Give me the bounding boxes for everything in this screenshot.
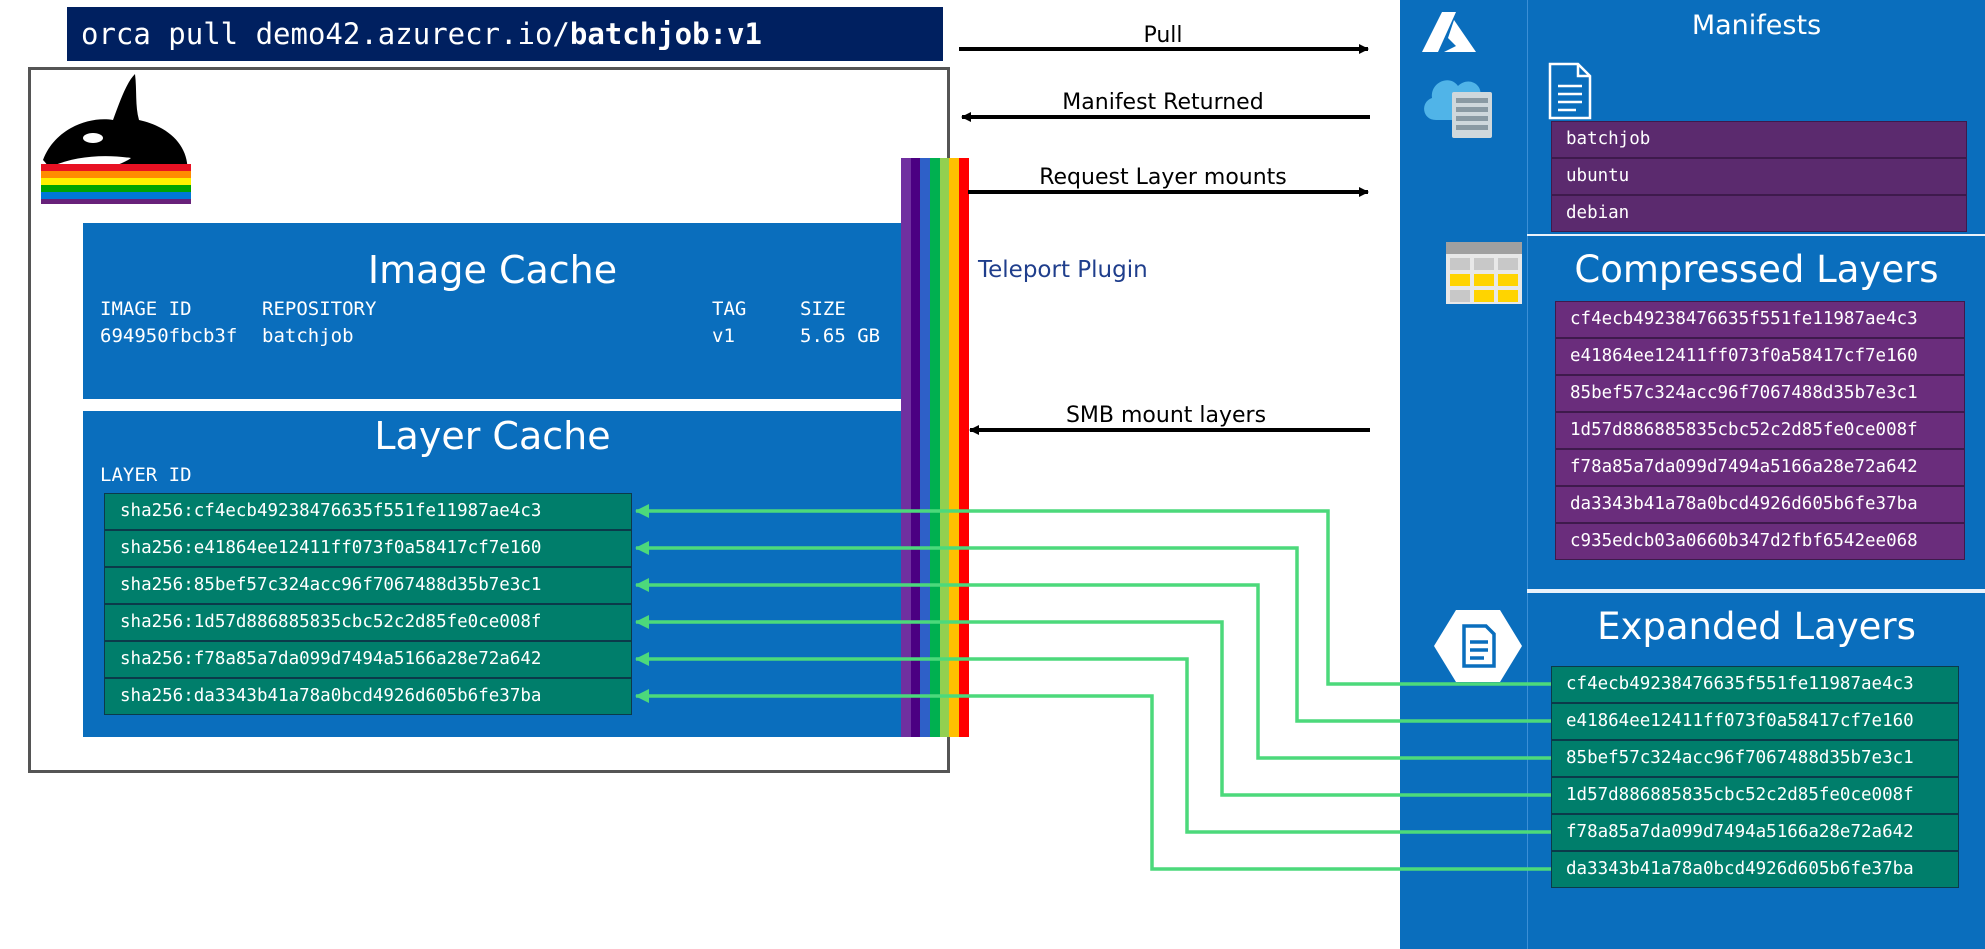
smb-mount-layers-label: SMB mount layers	[1065, 403, 1267, 428]
mount-link-5	[635, 652, 1551, 834]
mount-link-6	[635, 689, 1551, 871]
manifest-returned-label: Manifest Returned	[1062, 90, 1264, 115]
orca-whale-icon	[41, 74, 191, 204]
azure-divider	[1527, 0, 1528, 949]
storage-table-icon	[1446, 242, 1522, 304]
image-cache-panel: Image Cache IMAGE ID REPOSITORY TAG SIZE…	[83, 223, 902, 399]
manifest-item-debian: debian	[1551, 195, 1967, 232]
layer-cache-row: sha256:e41864ee12411ff073f0a58417cf7e160	[104, 530, 632, 567]
manifest-item-ubuntu: ubuntu	[1551, 158, 1967, 195]
expanded-layer-row: 1d57d886885835cbc52c2d85fe0ce008f	[1551, 777, 1959, 814]
compressed-layer-row: cf4ecb49238476635f551fe11987ae4c3	[1555, 301, 1965, 338]
compressed-layer-row: 85bef57c324acc96f7067488d35b7e3c1	[1555, 375, 1965, 412]
expanded-layer-row: cf4ecb49238476635f551fe11987ae4c3	[1551, 666, 1959, 703]
tag-header: TAG	[712, 298, 747, 320]
layer-cache-row: sha256:f78a85a7da099d7494a5166a28e72a642	[104, 641, 632, 678]
image-id-header: IMAGE ID	[100, 298, 192, 320]
expanded-layer-row: da3343b41a78a0bcd4926d605b6fe37ba	[1551, 851, 1959, 888]
layer-cache-row: sha256:cf4ecb49238476635f551fe11987ae4c3	[104, 493, 632, 530]
teleport-plugin-label: Teleport Plugin	[978, 257, 1148, 283]
compressed-layer-row: f78a85a7da099d7494a5166a28e72a642	[1555, 449, 1965, 486]
expanded-layers-title: Expanded Layers	[1597, 605, 1916, 648]
pull-label: Pull	[1143, 23, 1183, 48]
request-layer-mounts-label: Request Layer mounts	[1039, 165, 1287, 190]
mount-link-3	[635, 578, 1551, 760]
pull-command: orca pull demo42.azurecr.io/batchjob:v1	[67, 7, 943, 61]
cloud-registry-icon	[1424, 80, 1492, 138]
manifests-separator	[1527, 234, 1985, 236]
layer-cache-row: sha256:1d57d886885835cbc52c2d85fe0ce008f	[104, 604, 632, 641]
repository-header: REPOSITORY	[262, 298, 377, 320]
image-cache-title: Image Cache	[367, 248, 618, 292]
layer-cache-title: Layer Cache	[374, 414, 611, 458]
compressed-layer-row: 1d57d886885835cbc52c2d85fe0ce008f	[1555, 412, 1965, 449]
repository-value: batchjob	[262, 325, 354, 347]
layer-cache-row: sha256:85bef57c324acc96f7067488d35b7e3c1	[104, 567, 632, 604]
compressed-layers-title: Compressed Layers	[1574, 248, 1939, 291]
compressed-layer-row: e41864ee12411ff073f0a58417cf7e160	[1555, 338, 1965, 375]
compressed-layer-row: da3343b41a78a0bcd4926d605b6fe37ba	[1555, 486, 1965, 523]
mount-link-1	[635, 504, 1551, 686]
tag-value: v1	[712, 325, 735, 347]
layer-id-header: LAYER ID	[100, 464, 192, 486]
size-value: 5.65 GB	[800, 325, 881, 347]
size-header: SIZE	[800, 298, 846, 320]
command-prefix: orca pull demo42.azurecr.io/	[81, 17, 570, 51]
manifest-item-batchjob: batchjob	[1551, 121, 1967, 158]
document-icon	[1548, 62, 1592, 120]
file-share-icon	[1434, 610, 1522, 682]
image-id-value: 694950fbcb3f	[100, 325, 238, 347]
azure-logo-icon	[1422, 12, 1476, 52]
expanded-layer-row: f78a85a7da099d7494a5166a28e72a642	[1551, 814, 1959, 851]
mount-link-4	[635, 615, 1551, 797]
expanded-layer-row: 85bef57c324acc96f7067488d35b7e3c1	[1551, 740, 1959, 777]
mount-link-2	[635, 541, 1551, 723]
expanded-layer-row: e41864ee12411ff073f0a58417cf7e160	[1551, 703, 1959, 740]
compressed-separator	[1527, 589, 1985, 593]
layer-cache-row: sha256:da3343b41a78a0bcd4926d605b6fe37ba	[104, 678, 632, 715]
compressed-layer-row: c935edcb03a0660b347d2fbf6542ee068	[1555, 523, 1965, 560]
manifests-title: Manifests	[1691, 10, 1822, 41]
command-image: batchjob:v1	[569, 17, 762, 51]
